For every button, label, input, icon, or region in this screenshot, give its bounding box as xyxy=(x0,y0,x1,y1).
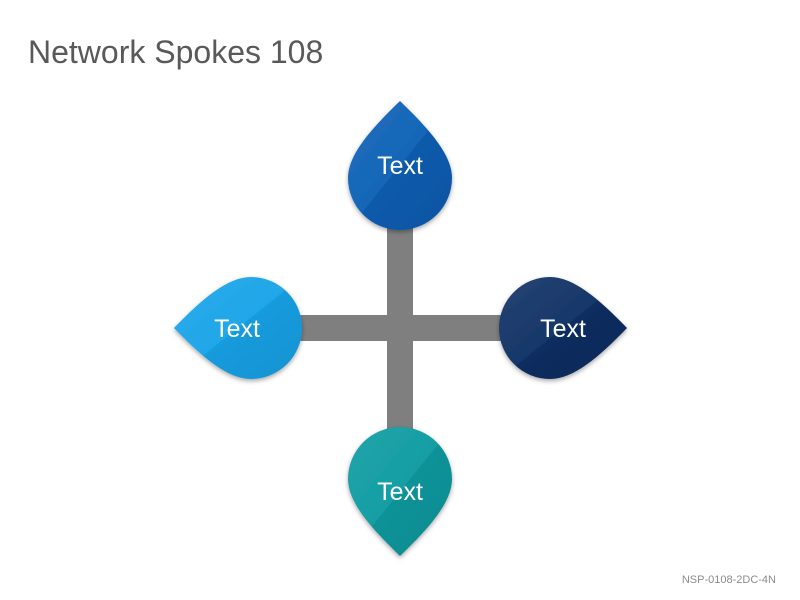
node-right[interactable]: Text xyxy=(499,277,627,379)
teardrop-bottom-shine xyxy=(348,427,452,556)
node-right-label: Text xyxy=(540,315,586,343)
connector-cross xyxy=(290,215,510,437)
node-bottom-label: Text xyxy=(377,478,423,506)
node-left[interactable]: Text xyxy=(174,277,302,379)
connector-horizontal xyxy=(290,315,510,341)
page-title: Network Spokes 108 xyxy=(28,34,324,70)
node-bottom[interactable]: Text xyxy=(348,427,452,556)
node-left-label: Text xyxy=(214,315,260,343)
teardrop-top-shine xyxy=(348,101,452,230)
teardrop-right-shine xyxy=(499,277,627,379)
footer-code: NSP-0108-2DC-4N xyxy=(681,574,776,586)
node-top-label: Text xyxy=(377,152,423,180)
teardrop-left-shine xyxy=(174,277,302,379)
node-top[interactable]: Text xyxy=(348,101,452,230)
